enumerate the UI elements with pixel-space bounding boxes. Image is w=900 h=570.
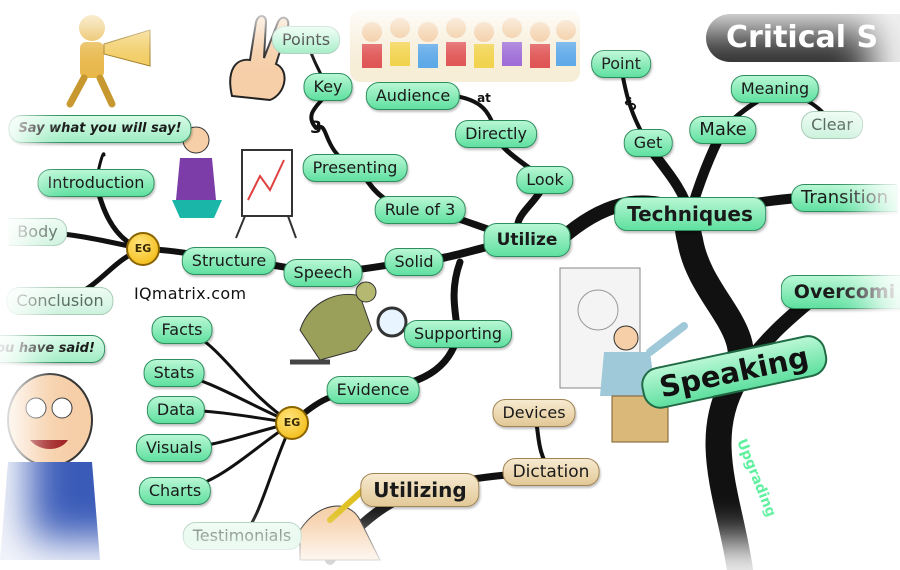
node-visuals[interactable]: Visuals bbox=[135, 434, 213, 462]
detective-illustration bbox=[290, 281, 408, 365]
node-presenting[interactable]: Presenting bbox=[302, 154, 408, 182]
connector-at: at bbox=[477, 91, 491, 105]
node-point[interactable]: Point bbox=[591, 50, 651, 78]
node-say-what[interactable]: Say what you will say! bbox=[8, 115, 192, 143]
node-techniques[interactable]: Techniques bbox=[614, 197, 766, 231]
node-speech[interactable]: Speech bbox=[283, 259, 363, 287]
node-clear[interactable]: Clear bbox=[801, 111, 863, 139]
cartoon-face-illustration bbox=[0, 373, 100, 560]
megaphone-figure-illustration bbox=[66, 15, 151, 108]
node-conclusion[interactable]: Conclusion bbox=[6, 287, 114, 315]
node-utilize[interactable]: Utilize bbox=[483, 223, 571, 257]
audience-crowd-illustration bbox=[350, 10, 580, 82]
node-testimonials[interactable]: Testimonials bbox=[182, 522, 302, 550]
node-overcoming[interactable]: Overcomi bbox=[780, 275, 900, 309]
connector-three: 3 bbox=[310, 118, 322, 138]
title-banner: Critical S bbox=[706, 14, 900, 62]
brand-label: IQmatrix.com bbox=[130, 284, 251, 303]
node-facts[interactable]: Facts bbox=[151, 316, 213, 344]
presenter-illustration bbox=[172, 126, 297, 239]
node-body[interactable]: Body bbox=[8, 218, 68, 246]
eg-evidence-marker: EG bbox=[275, 406, 309, 440]
node-evidence[interactable]: Evidence bbox=[326, 376, 420, 404]
node-look[interactable]: Look bbox=[516, 166, 574, 194]
node-make[interactable]: Make bbox=[689, 116, 757, 144]
node-meaning[interactable]: Meaning bbox=[730, 75, 820, 103]
node-you-have-said[interactable]: ou have said! bbox=[0, 335, 105, 363]
node-transitions[interactable]: Transition bbox=[790, 184, 898, 212]
eg-structure-marker: EG bbox=[126, 232, 160, 266]
node-solid[interactable]: Solid bbox=[384, 248, 444, 276]
node-supporting[interactable]: Supporting bbox=[404, 320, 512, 348]
node-devices[interactable]: Devices bbox=[492, 399, 576, 427]
speaker-at-podium-illustration bbox=[559, 267, 688, 443]
node-audience[interactable]: Audience bbox=[365, 82, 461, 110]
node-data[interactable]: Data bbox=[146, 396, 206, 424]
node-dictation[interactable]: Dictation bbox=[502, 458, 600, 486]
node-get[interactable]: Get bbox=[623, 129, 673, 157]
node-utilizing[interactable]: Utilizing bbox=[360, 473, 480, 507]
node-charts[interactable]: Charts bbox=[138, 477, 212, 505]
node-key[interactable]: Key bbox=[303, 73, 353, 101]
node-points[interactable]: Points bbox=[271, 26, 341, 54]
node-stats[interactable]: Stats bbox=[143, 359, 205, 387]
node-introduction[interactable]: Introduction bbox=[37, 169, 155, 197]
node-rule-of-3[interactable]: Rule of 3 bbox=[374, 196, 466, 224]
node-structure[interactable]: Structure bbox=[181, 247, 277, 275]
node-directly[interactable]: Directly bbox=[455, 120, 537, 148]
title-text: Critical S bbox=[726, 20, 879, 55]
